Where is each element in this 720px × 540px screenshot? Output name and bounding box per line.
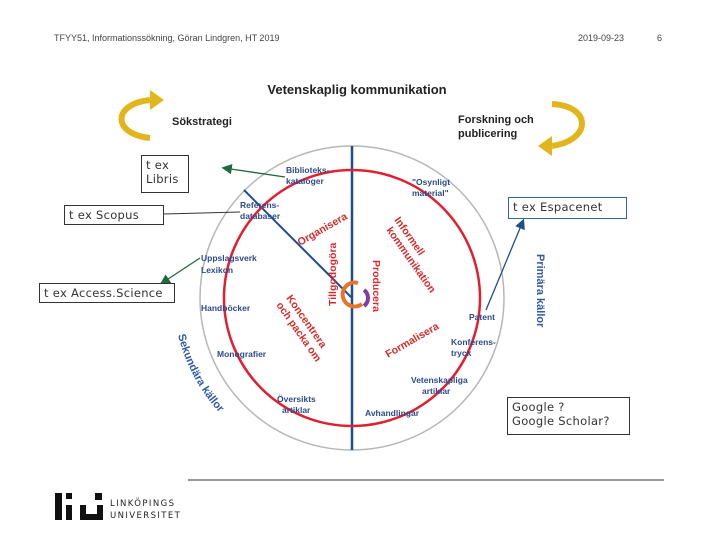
research-label-1: Forskning och <box>458 114 534 126</box>
liu-logo-icon <box>55 493 103 520</box>
espacenet-arrow <box>485 218 525 311</box>
cycle-icon <box>340 280 370 309</box>
item-uppslagsverk-1: Uppslagsverk <box>201 253 257 263</box>
research-label-2: publicering <box>458 128 517 140</box>
strategy-label: Sökstrategi <box>172 116 232 128</box>
callout-libris-line2: Libris <box>146 172 179 186</box>
item-bibliotekskataloger-2: kataloger <box>286 176 324 186</box>
course-header: TFYY51, Informationssökning, Göran Lindg… <box>54 33 280 43</box>
page-number: 6 <box>657 33 663 43</box>
callout-libris-line1: t ex <box>146 158 170 172</box>
item-oversikts-2: artiklar <box>282 405 311 415</box>
item-oversikts-1: Översikts <box>277 394 316 404</box>
item-osynligt-2: material" <box>412 188 449 198</box>
scopus-line <box>163 211 241 215</box>
callout-espacenet: t ex Espacenet <box>508 197 627 219</box>
logo-line1: LINKÖPINGS <box>110 499 176 509</box>
red-circle <box>222 168 482 428</box>
item-referensdatabaser-2: databaser <box>240 211 281 221</box>
item-vetenskapliga-1: Vetenskapliga <box>411 375 468 385</box>
callout-access-science: t ex Access.Science <box>39 283 175 303</box>
callout-google-line1: Google ? <box>512 400 565 414</box>
item-handbocker: Handböcker <box>201 303 251 313</box>
item-bibliotekskataloger-1: Biblioteks- <box>286 165 330 175</box>
item-vetenskapliga-2: artiklar <box>422 386 451 396</box>
callout-google-line2: Google Scholar? <box>512 414 610 428</box>
callout-google: Google ? Google Scholar? <box>507 397 630 435</box>
libris-arrow <box>221 163 286 178</box>
diagram-title: Vetenskaplig kommunikation <box>267 82 446 97</box>
item-patent: Patent <box>469 312 495 322</box>
item-konferenstryck-1: Konferens- <box>451 337 496 347</box>
svg-text:Sekundära källor: Sekundära källor <box>175 333 227 415</box>
producera-label: Producera <box>370 260 382 312</box>
logo-line2: UNIVERSITET <box>110 511 182 521</box>
item-monografier: Monografier <box>217 349 267 359</box>
item-avhandlingar: Avhandlingar <box>365 408 420 418</box>
gold-arrow-left-icon <box>118 90 164 141</box>
primary-sources-label: Primära källor <box>534 254 546 328</box>
item-konferenstryck-2: tryck <box>451 348 472 358</box>
item-osynligt-1: "Osynligt <box>412 177 450 187</box>
tillgodogora-label: Tillgodogöra <box>327 242 339 306</box>
access-science-arrow <box>159 257 201 285</box>
callout-libris: t ex Libris <box>141 155 189 193</box>
organisera-label: Organisera <box>296 210 350 248</box>
secondary-sources-label: Sekundära källor <box>175 333 227 415</box>
callout-scopus: t ex Scopus <box>64 205 164 225</box>
gold-arrow-right-icon <box>538 101 585 156</box>
item-referensdatabaser-1: Referens- <box>240 200 279 210</box>
formalisera-label: Formalisera <box>384 320 442 360</box>
item-uppslagsverk-2: Lexikon <box>201 265 233 275</box>
date-header: 2019-09-23 <box>578 33 625 43</box>
